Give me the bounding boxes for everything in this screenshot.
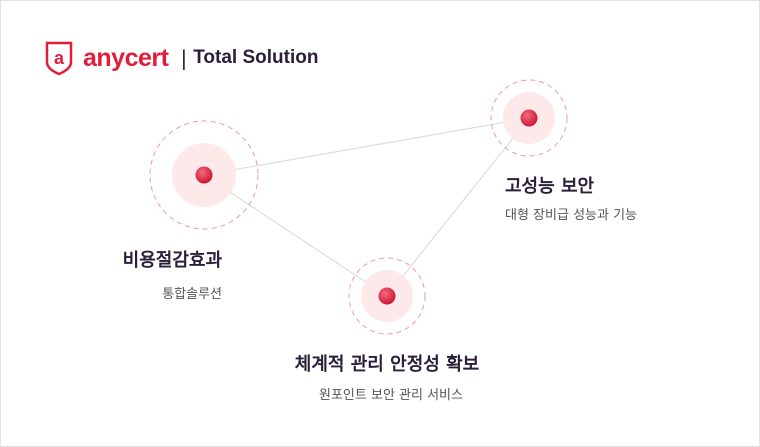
connector-line [203, 174, 388, 297]
node-performance [490, 79, 568, 157]
feature-subtitle: 대형 장비급 성능과 기능 [505, 208, 637, 223]
feature-subtitle: 통합솔루션 [162, 287, 222, 302]
connector-line [203, 117, 530, 176]
feature-subtitle: 원포인트 보안 관리 서비스 [319, 388, 463, 403]
separator: | [180, 46, 188, 70]
logo: a anycert | Total Solution [44, 40, 318, 76]
node-cost [149, 120, 259, 230]
node-management [348, 257, 426, 335]
tagline: Total Solution [193, 47, 319, 68]
shield-logo-icon: a [45, 41, 73, 76]
svg-text:a: a [54, 48, 65, 68]
feature-title: 고성능 보안 [505, 176, 595, 197]
feature-title: 체계적 관리 안정성 확보 [294, 354, 480, 375]
feature-title: 비용절감효과 [122, 250, 222, 271]
brand-name: anycert [83, 43, 169, 72]
